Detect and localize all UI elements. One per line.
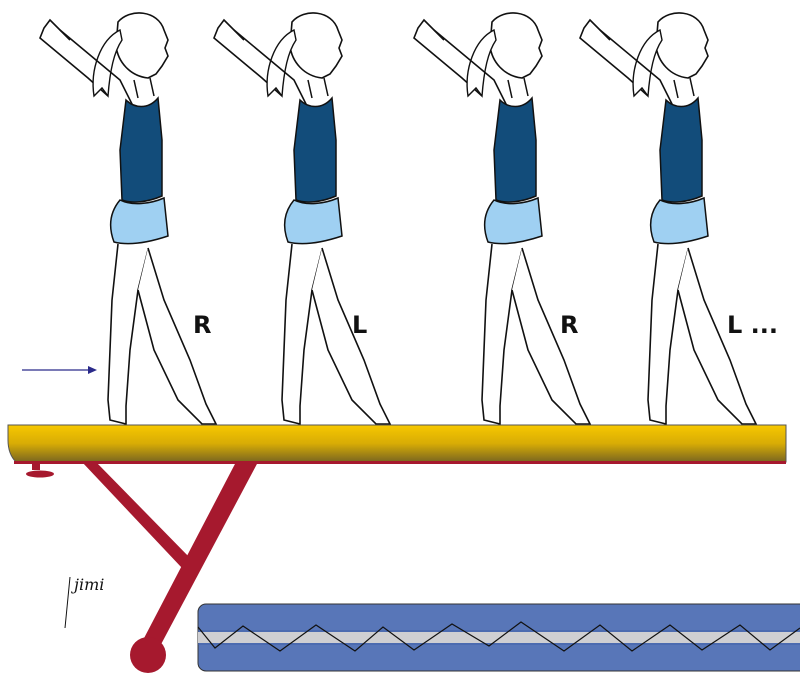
foot-label-left-continued: L ... [727, 311, 778, 339]
beam-stand [26, 462, 258, 673]
balance-beam [7, 424, 787, 464]
arrow-right-icon [22, 366, 97, 374]
foot-label-right: R [193, 311, 212, 339]
gymnast-figure-4 [579, 12, 757, 425]
signature-text: jimi [71, 575, 104, 594]
gymnast-figure-3 [413, 12, 591, 425]
landing-mat [197, 603, 800, 672]
gymnast-figure-1 [39, 12, 217, 425]
foot-label-left: L [352, 311, 368, 339]
gymnast-figure-2 [213, 12, 391, 425]
artist-signature: jimi [64, 575, 104, 629]
foot-label-right: R [560, 311, 579, 339]
